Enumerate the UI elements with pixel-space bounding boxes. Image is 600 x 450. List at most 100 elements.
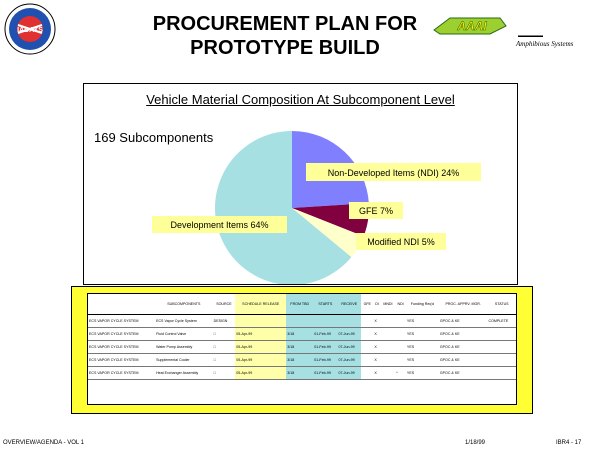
- page-title: PROCUREMENT PLAN FOR PROTOTYPE BUILD: [120, 12, 450, 60]
- table-header-cell: STARTS: [313, 294, 338, 315]
- table-cell-di: X: [373, 314, 381, 328]
- table-cell-mndi: [380, 327, 396, 341]
- table-cell-sys: ECS VAPOR CYCLE SYSTEM: [88, 314, 156, 328]
- table-cell-tbd: 3/18: [286, 340, 314, 354]
- table-cell-start: 01-Feb-99: [313, 353, 338, 367]
- table-cell-recv: 07-Jun-99: [337, 366, 362, 380]
- table-cell-name: Water Pump Assembly: [155, 340, 213, 354]
- table-cell-start: 01-Feb-99: [313, 327, 338, 341]
- table-cell-source: DESIGN: [212, 314, 236, 328]
- table-cell-start: [313, 314, 338, 328]
- table-cell-mndi: [380, 314, 396, 328]
- table-cell-fund: YES: [405, 366, 439, 380]
- table-cell-sched: [235, 314, 287, 328]
- table-cell-di: X: [373, 327, 381, 341]
- pie-slice: [215, 131, 352, 284]
- table-cell-sys: ECS VAPOR CYCLE SYSTEM: [88, 366, 156, 380]
- pie-slice-label: Development Items 64%: [152, 216, 287, 233]
- table-cell-tbd: 3/18: [286, 353, 314, 367]
- table-cell-tbd: 3/18: [286, 366, 314, 380]
- svg-text:IADAYS: IADAYS: [17, 27, 43, 34]
- table-cell-recv: 07-Jun-99: [337, 340, 362, 354]
- table-header-cell: GFE: [361, 294, 374, 315]
- table-cell-di: X: [373, 353, 381, 367]
- pie-chart-panel: Vehicle Material Composition At Subcompo…: [83, 83, 518, 285]
- table-cell-ndi: [395, 327, 406, 341]
- table-header-cell: Funding Req'd: [405, 294, 439, 315]
- table-cell-tbd: [286, 314, 314, 328]
- svg-text:AAAI: AAAI: [456, 19, 487, 33]
- table-header-cell: SCHEDULE RELEASE: [235, 294, 287, 315]
- organization-seal-logo: IADAYS: [4, 3, 56, 55]
- table-cell-fund: YES: [405, 340, 439, 354]
- footer-date: 1/18/99: [465, 440, 486, 446]
- table-cell-start: 01-Feb-99: [313, 340, 338, 354]
- title-line-2: PROTOTYPE BUILD: [190, 37, 380, 59]
- table-cell-source: □: [212, 340, 236, 354]
- table-header-cell: SOURCE: [212, 294, 236, 315]
- table-cell-source: □: [212, 366, 236, 380]
- table-header-cell: [88, 294, 156, 315]
- table-cell-name: Supplemental Cooler: [155, 353, 213, 367]
- footer-page-number: IBR4 - 17: [556, 440, 582, 446]
- amphibious-vehicle-logo: AAAI: [433, 17, 507, 35]
- table-cell-start: 01-Feb-99: [313, 366, 338, 380]
- table-cell-sched: 05-Apr-99: [235, 353, 287, 367]
- table-cell-mndi: [380, 340, 396, 354]
- table-cell-mgr: GPOC & KE: [438, 366, 488, 380]
- table-cell-name: ECS Vapor Cycle System: [155, 314, 213, 328]
- pie-slice: [292, 208, 364, 258]
- table-cell-sched: 05-Apr-99: [235, 366, 287, 380]
- table-cell-ndi: [395, 314, 406, 328]
- table-header-cell: DI: [373, 294, 381, 315]
- table-cell-name: Heat Exchanger Assembly: [155, 366, 213, 380]
- table-cell-gfe: [361, 353, 374, 367]
- footer-section-label: OVERVIEW/AGENDA - VOL 1: [3, 440, 85, 446]
- table-cell-status: [487, 340, 516, 354]
- table-cell-ndi: [395, 353, 406, 367]
- table-cell-fund: YES: [405, 353, 439, 367]
- table-cell-status: [487, 327, 516, 341]
- table-cell-sched: 05-Apr-99: [235, 327, 287, 341]
- pie-slice-label-text: Non-Developed Items (NDI) 24%: [328, 168, 460, 178]
- table-header-cell: NDI: [395, 294, 406, 315]
- company-tagline: Amphibious Systems: [516, 40, 574, 48]
- table-cell-gfe: [361, 366, 374, 380]
- pie-slice-label-text: Development Items 64%: [170, 220, 268, 230]
- table-header-cell: MNDI: [380, 294, 396, 315]
- table-header-cell: RECEIVE: [337, 294, 362, 315]
- table-cell-mndi: [380, 366, 396, 380]
- chart-subtitle: 169 Subcomponents: [94, 130, 214, 145]
- pie-chart: Non-Developed Items (NDI) 24% GFE 7% Modif…: [152, 131, 481, 284]
- pie-slice-label: GFE 7%: [349, 202, 403, 219]
- table-cell-gfe: [361, 327, 374, 341]
- table-cell-ndi: [395, 340, 406, 354]
- table-cell-status: [487, 366, 516, 380]
- table-cell-source: □: [212, 327, 236, 341]
- pie-slice-label: Non-Developed Items (NDI) 24%: [306, 163, 481, 181]
- table-cell-source: □: [212, 353, 236, 367]
- table-cell-gfe: [361, 340, 374, 354]
- pie-slice-label-text: GFE 7%: [359, 206, 393, 216]
- table-cell-mgr: GPOC & KE: [438, 327, 488, 341]
- table-cell-tbd: 3/18: [286, 327, 314, 341]
- table-cell-di: X: [373, 340, 381, 354]
- table-header-cell: FROM TBD: [286, 294, 314, 315]
- table-cell-sys: ECS VAPOR CYCLE SYSTEM: [88, 340, 156, 354]
- pie-slice-label: Modified NDI 5%: [356, 233, 446, 250]
- table-cell-sched: 05-Apr-99: [235, 340, 287, 354]
- table-cell-mgr: GPOC & KE: [438, 314, 488, 328]
- table-cell-mgr: GPOC & KE: [438, 353, 488, 367]
- table-cell-recv: 07-Jun-99: [337, 327, 362, 341]
- table-cell-name: Fluid Control Valve: [155, 327, 213, 341]
- table-cell-status: [487, 353, 516, 367]
- table-cell-recv: [337, 314, 362, 328]
